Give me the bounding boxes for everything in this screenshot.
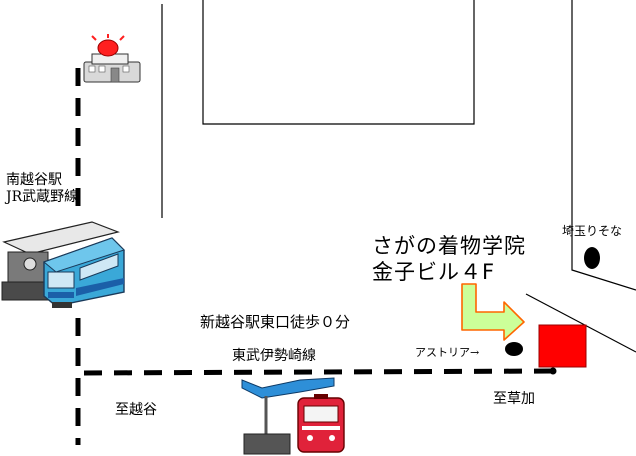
label-to-koshigaya: 至越谷 [115, 402, 157, 418]
road-line-diagonal [525, 293, 636, 353]
label-walk-distance: 新越谷駅東口徒歩０分 [200, 313, 351, 331]
resona-marker-icon [584, 247, 600, 269]
tobu-isesaki-rail [83, 368, 553, 376]
block-outline [202, 0, 475, 125]
label-saitama-resona: 埼玉りそな [562, 224, 623, 238]
block-outline-right [571, 0, 636, 291]
destination-marker-icon [538, 324, 587, 368]
road-outlines [161, 0, 636, 353]
label-to-soka: 至草加 [493, 391, 535, 407]
label-tobu-isesaki: 東武伊勢崎線 [232, 348, 316, 364]
label-school-name: さがの着物学院 [372, 234, 526, 258]
rail-lines [75, 68, 553, 445]
direction-arrow-icon [461, 283, 525, 341]
soka-end-dot [549, 367, 557, 375]
label-school-building: 金子ビル４F [372, 260, 496, 284]
jr-station-train-icon [1, 221, 125, 308]
police-box-icon [83, 34, 141, 83]
label-astoria: アストリア→ [415, 346, 480, 359]
tobu-station-train-icon [241, 377, 345, 455]
label-minami-koshigaya: 南越谷駅 [6, 172, 62, 188]
label-jr-musashino: JR武蔵野線 [6, 189, 79, 205]
astoria-marker-icon [505, 342, 523, 356]
